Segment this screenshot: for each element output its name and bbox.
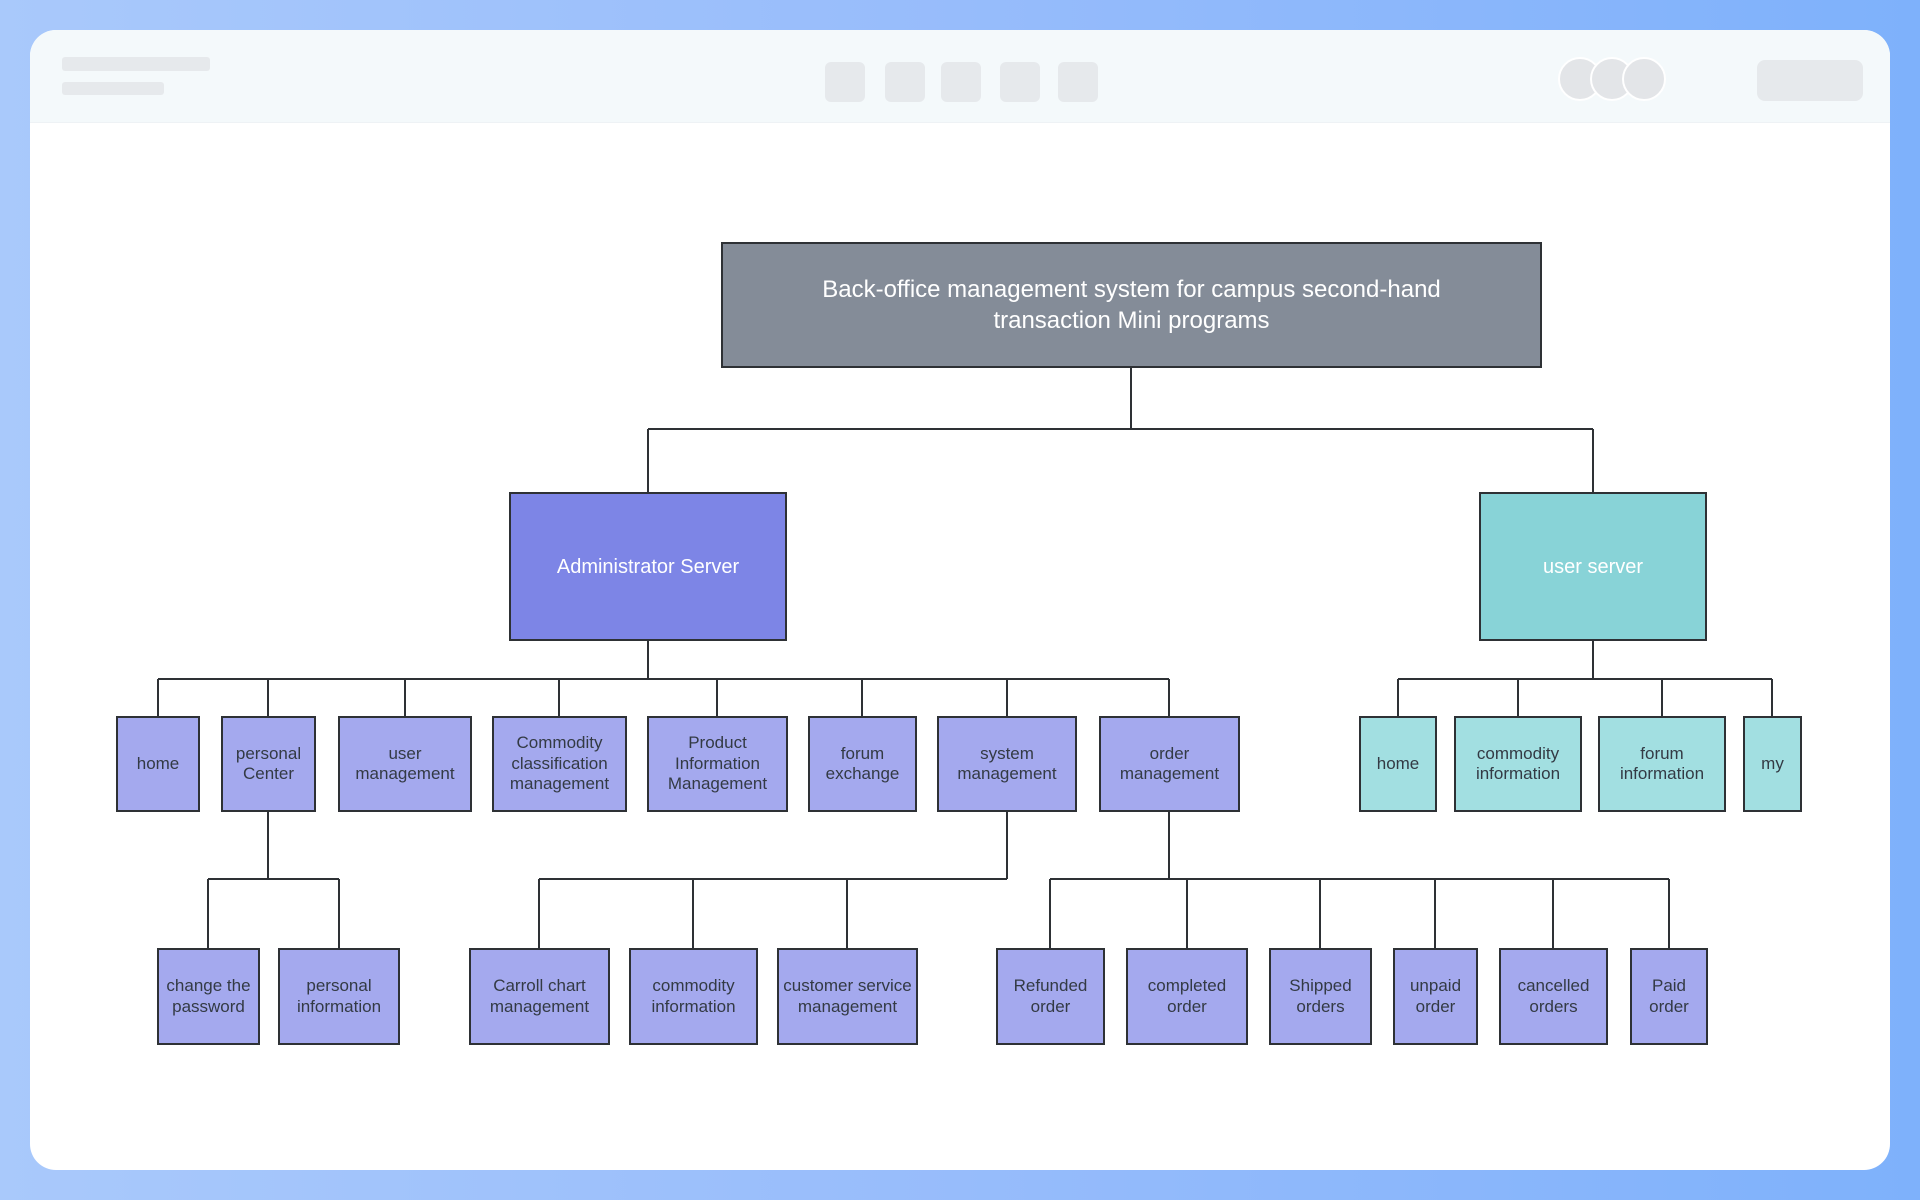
user-module-my-label: my xyxy=(1761,753,1784,773)
leaf-unpaid-order-label: unpaid order xyxy=(1409,976,1462,1016)
root-node-label: Back-office management system for campus… xyxy=(822,275,1441,334)
leaf-customer-service-management: customer service management xyxy=(777,948,918,1045)
user-server-node: user server xyxy=(1479,492,1707,641)
admin-module-personal-center: personal Center xyxy=(221,716,316,812)
app-window: Back-office management system for campus… xyxy=(30,30,1890,1170)
administrator-server-node: Administrator Server xyxy=(509,492,787,641)
user-module-home: home xyxy=(1359,716,1437,812)
leaf-commodity-information: commodity information xyxy=(629,948,758,1045)
admin-module-order-management-label: order management xyxy=(1119,743,1220,783)
leaf-paid-order: Paid order xyxy=(1630,948,1708,1045)
action-button[interactable] xyxy=(1757,60,1863,101)
admin-module-order-management: order management xyxy=(1099,716,1240,812)
admin-module-forum-exchange-label: forum exchange xyxy=(825,743,900,783)
toolbar-button-4[interactable] xyxy=(1000,62,1040,102)
leaf-shipped-orders: Shipped orders xyxy=(1269,948,1372,1045)
admin-module-user-management: user management xyxy=(338,716,472,812)
toolbar-button-5[interactable] xyxy=(1058,62,1098,102)
leaf-change-password: change the password xyxy=(157,948,260,1045)
admin-module-system-management-label: system management xyxy=(957,743,1057,783)
user-module-my: my xyxy=(1743,716,1802,812)
admin-module-personal-center-label: personal Center xyxy=(235,743,302,783)
leaf-commodity-information-label: commodity information xyxy=(651,976,736,1016)
toolbar-button-3[interactable] xyxy=(941,62,981,102)
top-toolbar xyxy=(30,30,1890,123)
leaf-carroll-chart-management: Carroll chart management xyxy=(469,948,610,1045)
leaf-cancelled-orders: cancelled orders xyxy=(1499,948,1608,1045)
title-placeholder xyxy=(62,57,210,71)
admin-module-system-management: system management xyxy=(937,716,1077,812)
leaf-personal-information-label: personal information xyxy=(296,976,382,1016)
leaf-change-password-label: change the password xyxy=(166,976,251,1016)
user-module-commodity-information-label: commodity information xyxy=(1475,743,1561,783)
root-node: Back-office management system for campus… xyxy=(721,242,1542,368)
admin-module-home: home xyxy=(116,716,200,812)
leaf-completed-order-label: completed order xyxy=(1147,976,1227,1016)
user-module-home-label: home xyxy=(1376,753,1420,773)
leaf-shipped-orders-label: Shipped orders xyxy=(1289,976,1352,1016)
admin-module-product-information-label: Product Information Management xyxy=(667,733,768,794)
leaf-paid-order-label: Paid order xyxy=(1649,976,1689,1016)
leaf-carroll-chart-management-label: Carroll chart management xyxy=(489,976,590,1016)
admin-module-commodity-classification-label: Commodity classification management xyxy=(509,733,610,794)
administrator-server-label: Administrator Server xyxy=(556,555,740,578)
admin-module-forum-exchange: forum exchange xyxy=(808,716,917,812)
leaf-unpaid-order: unpaid order xyxy=(1393,948,1478,1045)
user-module-forum-information-label: forum information xyxy=(1619,743,1705,783)
admin-module-product-information: Product Information Management xyxy=(647,716,788,812)
toolbar-button-2[interactable] xyxy=(885,62,925,102)
leaf-customer-service-management-label: customer service management xyxy=(783,976,912,1016)
avatar-3[interactable] xyxy=(1622,57,1666,101)
leaf-cancelled-orders-label: cancelled orders xyxy=(1517,976,1590,1016)
user-module-forum-information: forum information xyxy=(1598,716,1726,812)
diagram-connectors xyxy=(157,368,1773,948)
admin-module-home-label: home xyxy=(136,753,180,773)
leaf-refunded-order-label: Refunded order xyxy=(1013,976,1088,1016)
leaf-completed-order: completed order xyxy=(1126,948,1248,1045)
leaf-personal-information: personal information xyxy=(278,948,400,1045)
toolbar-button-1[interactable] xyxy=(825,62,865,102)
user-module-commodity-information: commodity information xyxy=(1454,716,1582,812)
user-server-label: user server xyxy=(1542,555,1644,578)
admin-module-user-management-label: user management xyxy=(355,743,455,783)
admin-module-commodity-classification: Commodity classification management xyxy=(492,716,627,812)
leaf-refunded-order: Refunded order xyxy=(996,948,1105,1045)
subtitle-placeholder xyxy=(62,82,164,95)
